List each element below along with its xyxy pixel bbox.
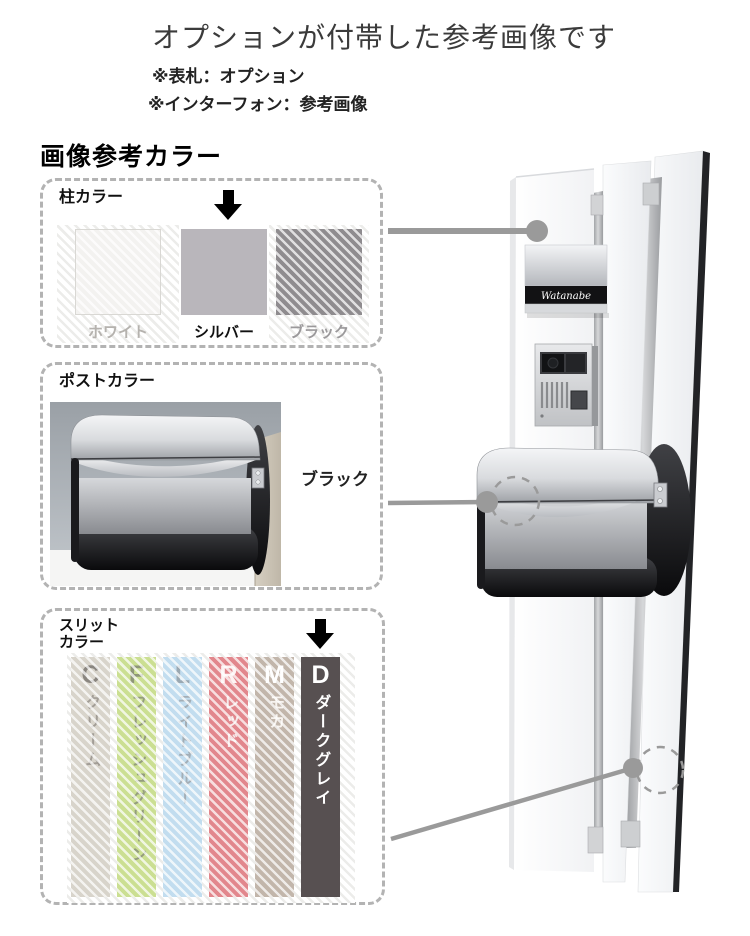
slit-option-red: R レッド (209, 657, 248, 897)
intercom-call-button (570, 390, 588, 410)
nameplate-text: Watanabe (541, 291, 591, 302)
nameplate: Watanabe (524, 244, 609, 318)
slit-name: ダークグレイ (312, 694, 330, 808)
slit-code: L (174, 661, 191, 689)
slit-name: ライトブルー (174, 694, 192, 808)
mailbox-latch-knob (255, 470, 261, 476)
slit-code: F (128, 661, 145, 689)
mailbox-lid (70, 414, 261, 461)
intercom-side (592, 346, 598, 426)
intercom (534, 343, 598, 427)
post-color-box-title: ポストカラー (59, 373, 156, 390)
intercom-speaker-grille (540, 382, 569, 408)
callout-dot-pillar (526, 220, 548, 242)
note-nameplate: ※表札：オプション (152, 67, 305, 86)
nameplate-black-band (525, 286, 607, 304)
slit-name: モカ (266, 694, 284, 732)
note-intercom: ※インターフォン：参考画像 (148, 95, 368, 114)
pillar-option-white: ホワイト (57, 225, 179, 343)
nameplate-bottom-strip (524, 303, 608, 314)
slit-code: D (311, 661, 330, 689)
slit-color-box: スリット カラー C クリーム F フレッシュグリーン L ライトブルー (40, 608, 385, 905)
mailbox-seam (476, 499, 660, 503)
rail-bracket (642, 182, 660, 206)
mailbox-chrome-curve (74, 452, 256, 477)
swatch-label-black: ブラック (288, 324, 349, 341)
panel-top-edge (515, 168, 595, 178)
selected-arrow-icon (214, 190, 242, 220)
mailbox-latch-knob (657, 498, 663, 504)
nameplate-shadow (527, 313, 609, 318)
pillar-option-silver: シルバー (179, 225, 269, 343)
intercom-led (540, 414, 544, 418)
mailbox-body (79, 478, 251, 534)
post-color-box: ポストカラー (40, 362, 383, 590)
slit-name: クリーム (82, 694, 100, 770)
pillar-color-box: 柱カラー ホワイト シルバー ブラック (40, 178, 383, 348)
slit-code: C (81, 661, 100, 689)
mailbox-latch-knob (657, 486, 663, 492)
slit-color-box-title: スリット カラー (59, 617, 119, 652)
slit-code: R (219, 661, 238, 689)
slit-title-line2: カラー (59, 634, 105, 652)
slit-name: フレッシュグリーン (128, 694, 146, 865)
callout-line-post (387, 499, 488, 506)
swatch-label-silver: シルバー (193, 324, 254, 341)
slit-title-line1: スリット (59, 617, 120, 634)
section-heading: 画像参考カラー (40, 143, 223, 171)
highlight-circle-mailbox (489, 475, 541, 527)
page-title: オプションが付帯した参考画像です (152, 22, 617, 53)
mailbox-left-strip (477, 501, 485, 589)
swatch-label-white: ホワイト (87, 324, 148, 341)
mailbox-bottom-black (74, 526, 258, 570)
mailbox-seam (70, 456, 261, 460)
rail-bracket (620, 820, 641, 848)
mailbox-lid (476, 447, 660, 504)
pillar-color-box-title: 柱カラー (59, 189, 124, 206)
post-photo (50, 402, 281, 586)
slit-name: レッド (220, 694, 238, 751)
callout-dot-post (476, 491, 498, 513)
rail-bracket (587, 826, 604, 854)
pillar-slat-right-dark-edge (673, 151, 710, 892)
slit-code: M (264, 661, 285, 689)
black-swatch (276, 229, 362, 315)
nameplate-top (524, 244, 608, 287)
selected-arrow-icon (306, 619, 334, 649)
slit-option-dark-gray: D ダークグレイ (301, 657, 340, 897)
mailbox-left-strip (71, 458, 79, 562)
mailbox-latch-knob (255, 479, 261, 485)
rail-bracket (590, 194, 604, 216)
mailbox-chrome-curve (479, 489, 647, 518)
slit-option-cream: C クリーム (71, 657, 110, 897)
product-photo: Watanabe (387, 150, 710, 893)
intercom-camera-lens (547, 357, 559, 369)
slit-option-mocha: M モカ (255, 657, 294, 897)
pillar-option-black: ブラック (269, 225, 369, 343)
post-color-label: ブラック (301, 470, 369, 489)
highlight-circle-slit (635, 745, 685, 795)
intercom-camera-dark (566, 354, 585, 372)
white-swatch (75, 229, 161, 315)
slit-option-fresh-green: F フレッシュグリーン (117, 657, 156, 897)
slit-option-light-blue: L ライトブルー (163, 657, 202, 897)
silver-swatch (181, 229, 267, 315)
pillar-color-options: ホワイト シルバー ブラック (57, 225, 369, 343)
mailbox (476, 444, 691, 597)
callout-line-slit (390, 765, 634, 842)
slit-color-options: C クリーム F フレッシュグリーン L ライトブルー R レッド M モカ (67, 653, 355, 903)
mailbox-latch (251, 467, 265, 489)
